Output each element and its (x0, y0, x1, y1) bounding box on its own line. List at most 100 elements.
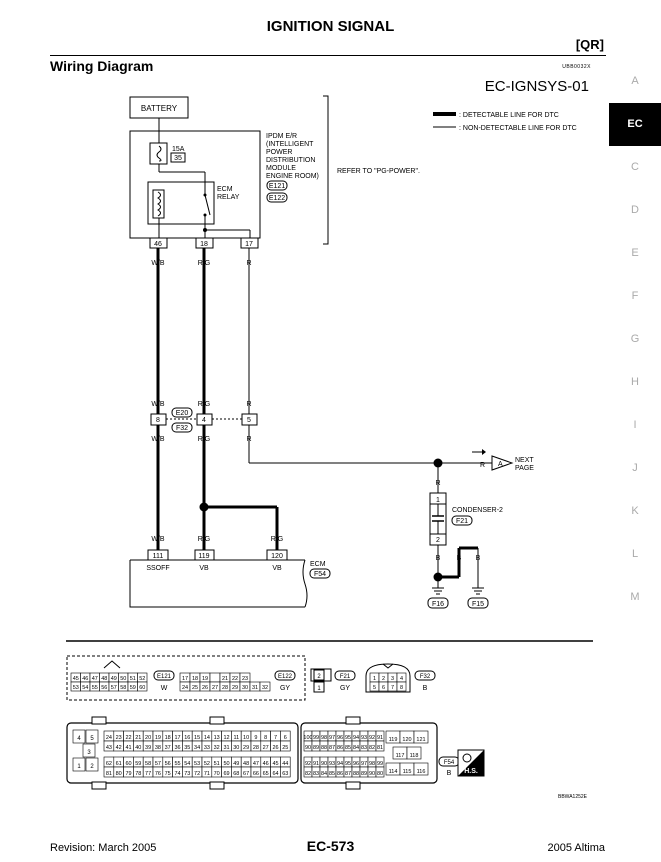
f54-pin: 80 (377, 771, 383, 777)
e121-pin: 55 (92, 685, 98, 691)
side-tab-e[interactable]: E (631, 247, 639, 259)
f54-pin: 63 (282, 771, 288, 777)
footer-model: 2005 Altima (547, 842, 605, 854)
f54-pin: 39 (145, 745, 151, 751)
f54-pin: 53 (194, 761, 200, 767)
e122-id: E122 (278, 674, 293, 680)
f32-pin: 5 (373, 685, 376, 691)
side-tab-c[interactable]: C (631, 161, 639, 173)
battery-label: BATTERY (141, 104, 178, 113)
f54-left-cell (85, 729, 99, 744)
f54-pin: 61 (116, 761, 122, 767)
f54-pin: 17 (174, 735, 180, 741)
f54-color: B (447, 770, 452, 777)
side-tab-k[interactable]: K (631, 505, 639, 517)
f21-id: F21 (340, 674, 351, 680)
e122-pin: 17 (182, 676, 188, 682)
f54-pin: 13 (214, 735, 220, 741)
f54-pin: 84 (321, 771, 327, 777)
f54-pin: 9 (254, 735, 257, 741)
f54-pin: 31 (223, 745, 229, 751)
joint-connector-e20: E20 (176, 410, 189, 417)
f54-pin: 90 (369, 771, 375, 777)
f54-left-cell (72, 757, 86, 772)
f54-pin: 19 (155, 735, 161, 741)
f54-pin: 96 (337, 735, 343, 741)
f54-pin: 89 (361, 771, 367, 777)
f54-pin: 21 (135, 735, 141, 741)
ecm: W/B R/G 111 119 120 SSOFF VB VB ECM F54 (129, 536, 331, 608)
side-tab-l[interactable]: L (631, 548, 639, 560)
f54-pin: 15 (194, 735, 200, 741)
side-tab-j[interactable]: J (632, 462, 638, 474)
e121-pin: 57 (111, 685, 117, 691)
f32-pin: 3 (391, 676, 394, 682)
hs-label: H.S. (464, 768, 478, 775)
ecm-wire-color-1: W/B (151, 536, 165, 543)
f54-pin: 10 (243, 735, 249, 741)
f54-pin: 65 (263, 771, 269, 777)
f54-pin: 42 (116, 745, 122, 751)
side-tab-d[interactable]: D (631, 204, 639, 216)
f54-pin: 8 (264, 735, 267, 741)
e122-pin: 32 (262, 685, 268, 691)
ipdm-connector-e121: E121 (269, 183, 285, 190)
e121-color: W (161, 685, 168, 692)
joint-color-above-3: R (246, 401, 251, 408)
f54-pin: 23 (116, 735, 122, 741)
condenser-pin-2: 2 (436, 537, 440, 544)
f54-pin: 88 (321, 745, 327, 751)
legend-non-detectable-text: : NON-DETECTABLE LINE FOR DTC (459, 125, 577, 132)
f54-pin: 59 (135, 761, 141, 767)
side-tab-i[interactable]: I (633, 419, 637, 431)
e121-pin: 50 (120, 676, 126, 682)
e121-pin: 58 (120, 685, 126, 691)
diagram-code: EC-IGNSYS-01 (484, 78, 589, 95)
f54-pin: 82 (305, 771, 311, 777)
side-tab-ec[interactable]: EC (609, 103, 661, 146)
f54-pin: 22 (125, 735, 131, 741)
side-tab-f[interactable]: F (631, 290, 639, 302)
refer-pg-power: REFER TO "PG-POWER". (337, 168, 420, 175)
f54-pin: 18 (165, 735, 171, 741)
e122-pin: 31 (252, 685, 258, 691)
f54-cell (280, 740, 291, 752)
image-code-top: UBB0032X (562, 64, 591, 70)
f54-pin: 55 (174, 761, 180, 767)
side-tab-g[interactable]: G (630, 333, 640, 345)
f54-pin: 44 (282, 761, 288, 767)
next-page-letter: A (498, 461, 503, 468)
ipdm-name-1: IPDM E/R (266, 133, 297, 140)
e122-pin: 24 (182, 685, 188, 691)
f54-pin: 119 (389, 737, 398, 743)
ipdm-pin-18: 18 (200, 241, 208, 248)
f54-pin: 77 (145, 771, 151, 777)
f54-pin: 49 (233, 761, 239, 767)
f54-cell (375, 766, 385, 778)
f54-pin: 41 (125, 745, 131, 751)
f32-pin: 2 (382, 676, 385, 682)
battery: BATTERY (129, 96, 189, 119)
joint-pin-5: 5 (247, 417, 251, 424)
f54-pin: 12 (223, 735, 229, 741)
e122-pin: 28 (222, 685, 228, 691)
f54-pin: 48 (243, 761, 249, 767)
f54-pin: 91 (377, 735, 383, 741)
f54-pin: 86 (337, 745, 343, 751)
e122-color: GY (280, 685, 290, 692)
side-tab-h[interactable]: H (631, 376, 639, 388)
f54-pin: 24 (106, 735, 112, 741)
f54-pin: 70 (214, 771, 220, 777)
f54-pin: 90 (321, 761, 327, 767)
f54-pin: 37 (165, 745, 171, 751)
ecm-connector: F54 (314, 571, 326, 578)
e121-pin: 53 (73, 685, 79, 691)
e121-pin: 48 (101, 676, 107, 682)
f54-pin: 86 (337, 771, 343, 777)
f54-pin: 36 (174, 745, 180, 751)
f54-pin: 72 (194, 771, 200, 777)
side-tab-a[interactable]: A (631, 75, 639, 87)
f54-pin: 60 (125, 761, 131, 767)
side-tab-m[interactable]: M (630, 591, 640, 603)
